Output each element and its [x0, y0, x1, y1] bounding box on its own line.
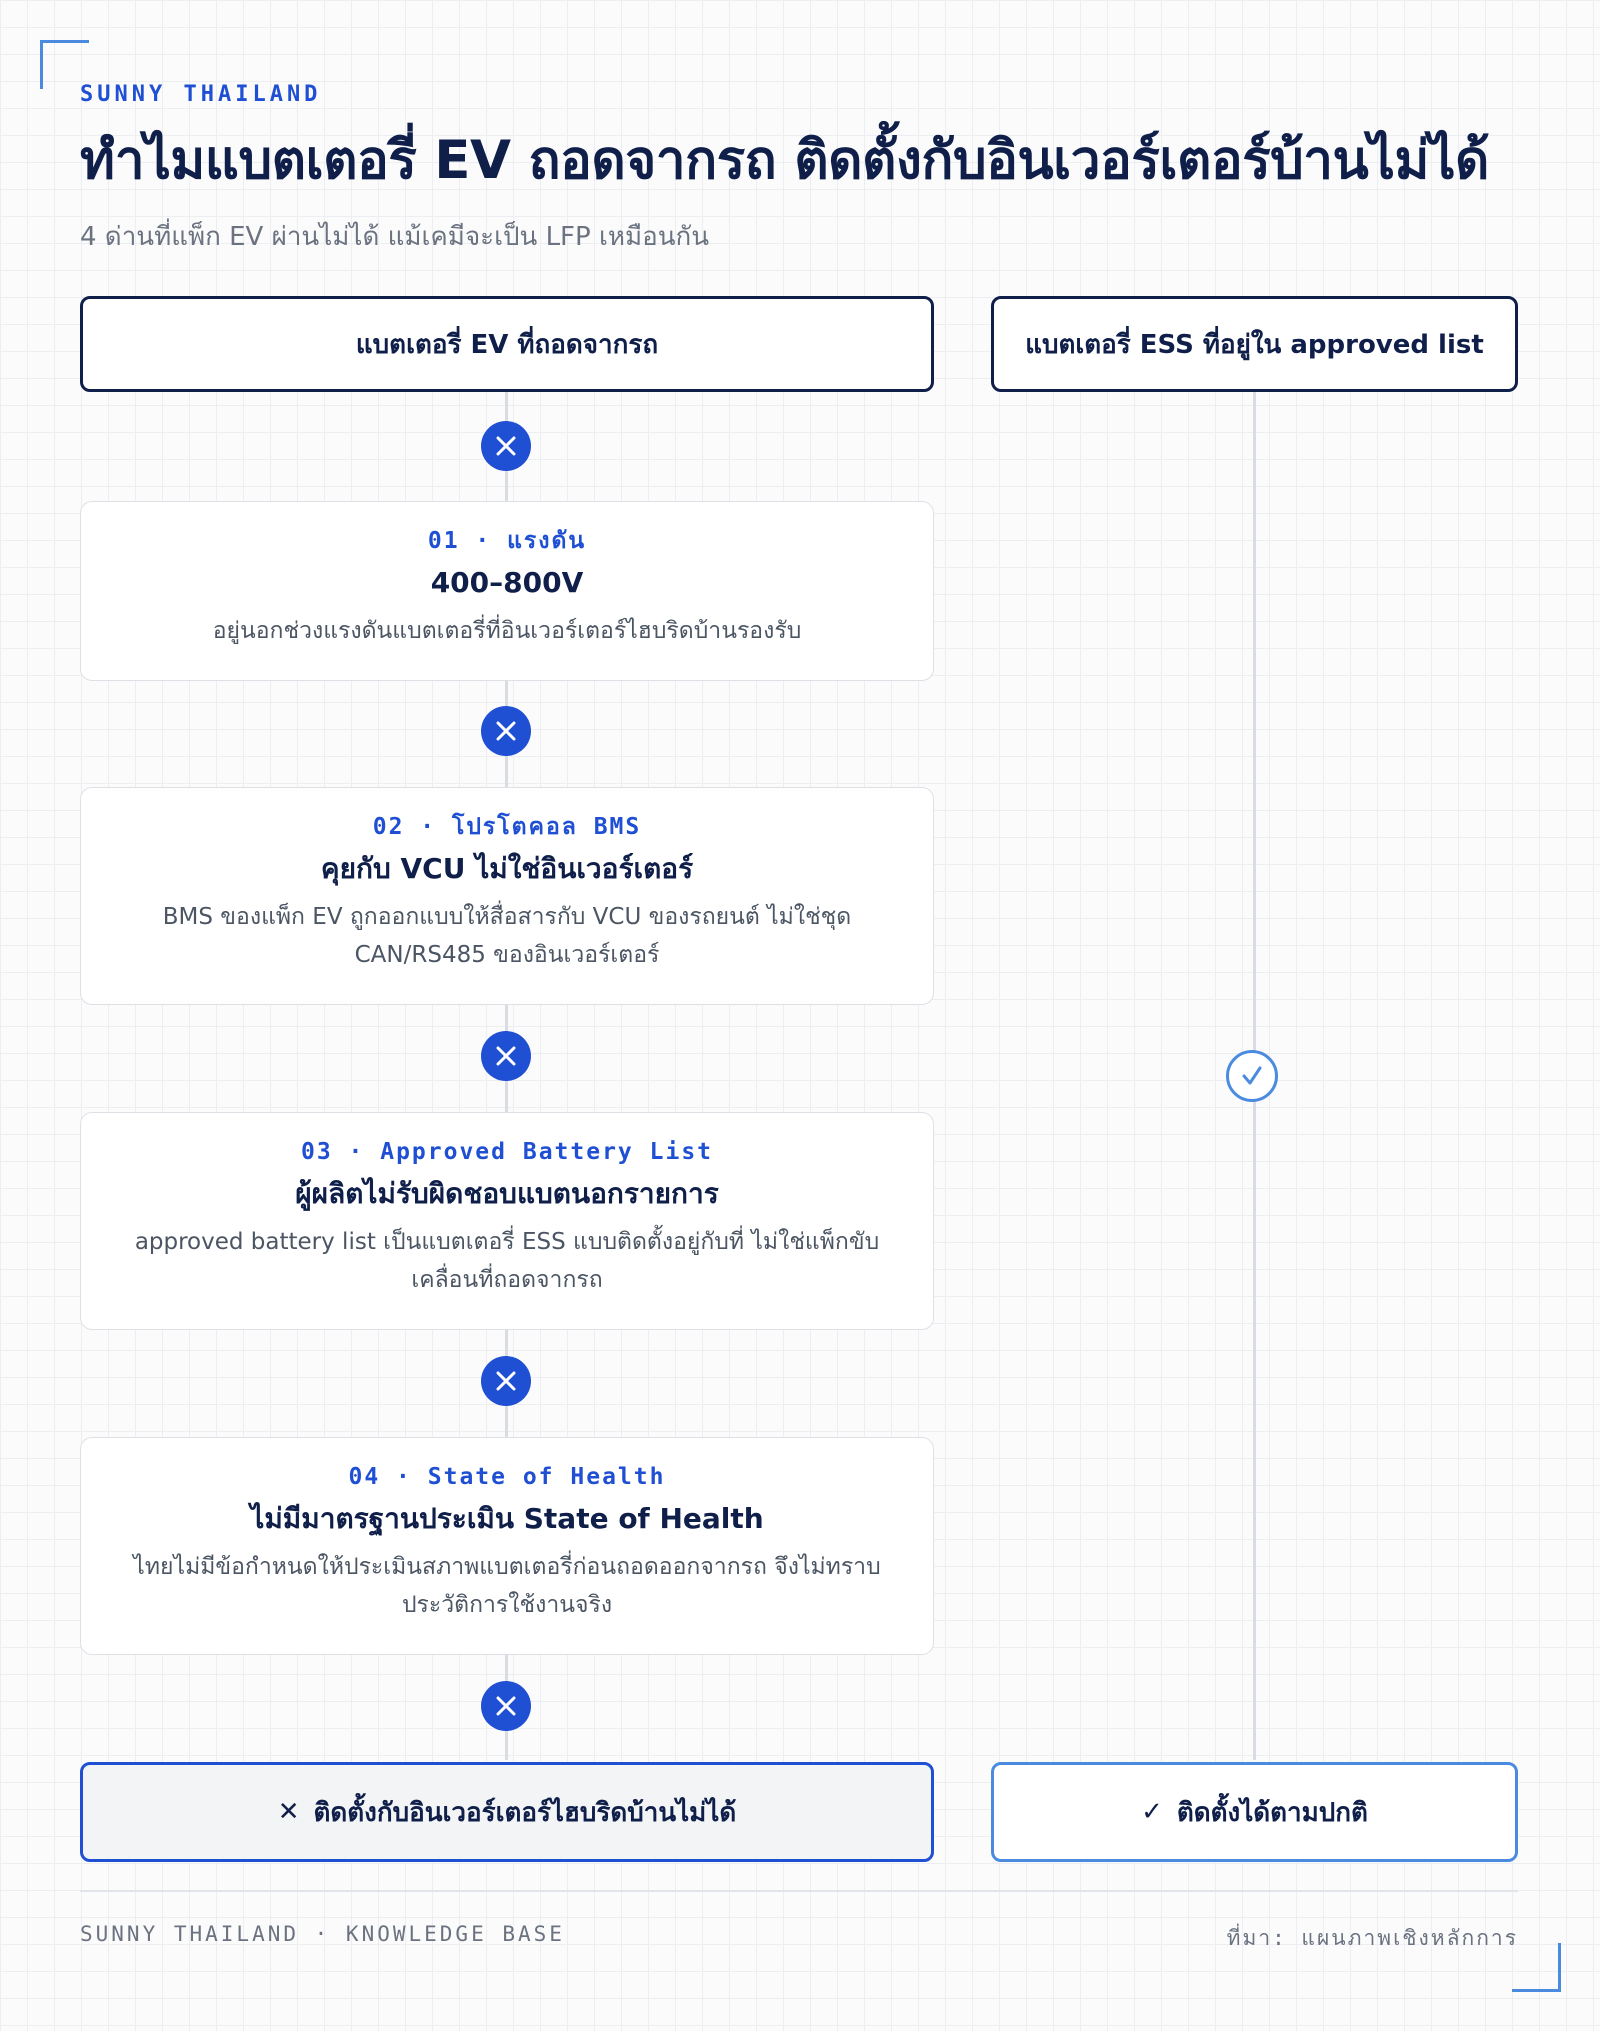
- x-icon: ✕: [277, 1797, 300, 1827]
- card-body: BMS ของแพ็ก EV ถูกออกแบบให้สื่อสารกับ VC…: [162, 904, 852, 968]
- ev-result-box: ✕ ติดตั้งกับอินเวอร์เตอร์ไฮบริดบ้านไม่ได…: [80, 1762, 934, 1862]
- card-label: 03 · Approved Battery List: [300, 1139, 714, 1165]
- card-label: 02 · โปรโตคอล BMS: [372, 814, 642, 840]
- check-circle-icon: [1226, 1050, 1278, 1102]
- card-label: 01 · แรงดัน: [427, 528, 587, 554]
- x-circle-icon: [481, 1356, 531, 1406]
- check-icon: ✓: [1141, 1797, 1163, 1827]
- page-title: ทำไมแบตเตอรี่ EV ถอดจากรถ ติดตั้งกับอินเ…: [80, 130, 1489, 191]
- footer-source: ที่มา: แผนภาพเชิงหลักการ: [1226, 1926, 1518, 1950]
- ev-column-title: แบตเตอรี่ EV ที่ถอดจากรถ: [355, 329, 659, 360]
- x-circle-icon: [481, 421, 531, 471]
- barrier-card-approved-list: 03 · Approved Battery List ผู้ผลิตไม่รับ…: [80, 1112, 934, 1330]
- ess-column-header: แบตเตอรี่ ESS ที่อยู่ใน approved list: [991, 296, 1518, 392]
- card-heading: ไม่มีมาตรฐานประเมิน State of Health: [250, 1502, 764, 1535]
- ess-result-box: ✓ ติดตั้งได้ตามปกติ: [991, 1762, 1518, 1862]
- x-circle-icon: [481, 1031, 531, 1081]
- footer-brand: SUNNY THAILAND · KNOWLEDGE BASE: [80, 1922, 565, 1946]
- corner-bracket-bottom-right: [1512, 1943, 1561, 1992]
- card-heading: 400–800V: [430, 566, 584, 599]
- ess-result-text: ติดตั้งได้ตามปกติ: [1176, 1797, 1368, 1828]
- card-heading: ผู้ผลิตไม่รับผิดชอบแบตนอกรายการ: [295, 1177, 719, 1210]
- barrier-card-bms: 02 · โปรโตคอล BMS คุยกับ VCU ไม่ใช่อินเว…: [80, 787, 934, 1005]
- ess-column-title: แบตเตอรี่ ESS ที่อยู่ใน approved list: [1025, 329, 1484, 360]
- barrier-card-soh: 04 · State of Health ไม่มีมาตรฐานประเมิน…: [80, 1437, 934, 1655]
- card-label: 04 · State of Health: [348, 1464, 666, 1490]
- footer-divider: [80, 1890, 1518, 1892]
- corner-bracket-top-left: [40, 40, 89, 89]
- page-subtitle: 4 ด่านที่แพ็ก EV ผ่านไม่ได้ แม้เคมีจะเป็…: [80, 222, 710, 252]
- card-body: อยู่นอกช่วงแรงดันแบตเตอรี่ที่อินเวอร์เตอ…: [212, 618, 802, 644]
- x-circle-icon: [481, 1681, 531, 1731]
- ev-column-header: แบตเตอรี่ EV ที่ถอดจากรถ: [80, 296, 934, 392]
- x-circle-icon: [481, 706, 531, 756]
- barrier-card-voltage: 01 · แรงดัน 400–800V อยู่นอกช่วงแรงดันแบ…: [80, 501, 934, 681]
- card-body: approved battery list เป็นแบตเตอรี่ ESS …: [134, 1229, 880, 1293]
- ev-result-text: ติดตั้งกับอินเวอร์เตอร์ไฮบริดบ้านไม่ได้: [313, 1797, 737, 1828]
- brand-label: SUNNY THAILAND: [80, 82, 322, 107]
- card-heading: คุยกับ VCU ไม่ใช่อินเวอร์เตอร์: [320, 852, 694, 885]
- card-body: ไทยไม่มีข้อกำหนดให้ประเมินสภาพแบตเตอรี่ก…: [133, 1554, 881, 1618]
